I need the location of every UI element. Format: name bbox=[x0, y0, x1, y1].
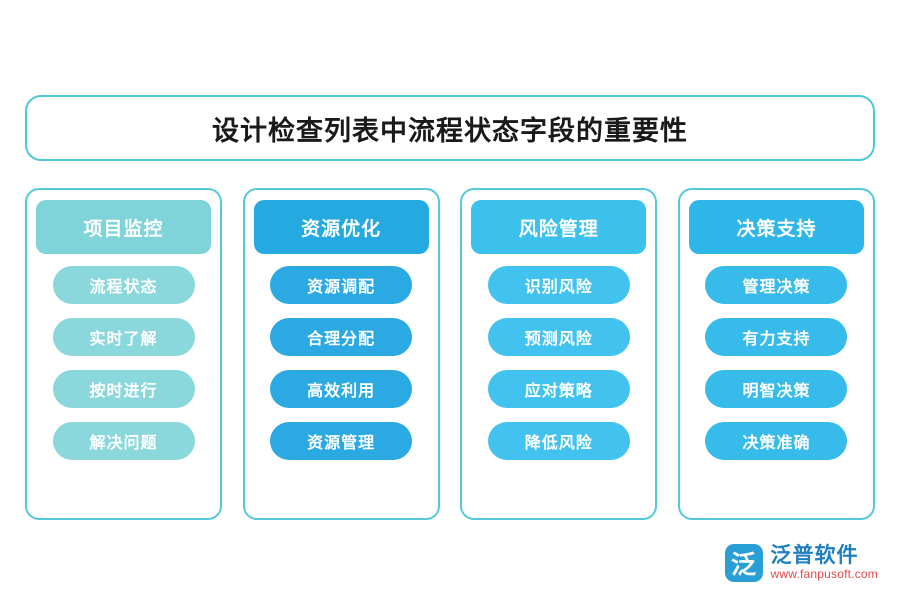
logo-icon: 泛 bbox=[724, 544, 763, 582]
list-item: 合理分配 bbox=[270, 318, 413, 356]
column-header-3: 风险管理 bbox=[471, 200, 647, 254]
list-item: 预测风险 bbox=[487, 318, 630, 356]
list-item: 按时进行 bbox=[52, 370, 195, 408]
column-header-2: 资源优化 bbox=[253, 200, 429, 254]
list-item: 有力支持 bbox=[705, 318, 848, 356]
column-items-2: 资源调配 合理分配 高效利用 资源管理 bbox=[245, 266, 438, 460]
columns-container: 项目监控 流程状态 实时了解 按时进行 解决问题 资源优化 资源调配 合理分配 … bbox=[25, 188, 875, 520]
list-item: 高效利用 bbox=[270, 370, 413, 408]
list-item: 应对策略 bbox=[487, 370, 630, 408]
list-item: 资源调配 bbox=[270, 266, 413, 304]
list-item: 决策准确 bbox=[705, 422, 848, 460]
list-item: 流程状态 bbox=[52, 266, 195, 304]
list-item: 明智决策 bbox=[705, 370, 848, 408]
page-title: 设计检查列表中流程状态字段的重要性 bbox=[212, 115, 688, 146]
column-items-1: 流程状态 实时了解 按时进行 解决问题 bbox=[27, 266, 220, 460]
list-item: 降低风险 bbox=[487, 422, 630, 460]
column-header-1: 项目监控 bbox=[36, 200, 211, 254]
list-item: 管理决策 bbox=[705, 266, 848, 304]
column-items-4: 管理决策 有力支持 明智决策 决策准确 bbox=[680, 266, 873, 460]
list-item: 资源管理 bbox=[270, 422, 413, 460]
brand-logo: 泛 泛普软件 www.fanpusoft.com bbox=[724, 544, 878, 582]
list-item: 识别风险 bbox=[487, 266, 630, 304]
column-risk-management: 风险管理 识别风险 预测风险 应对策略 降低风险 bbox=[460, 188, 658, 520]
column-resource-optimization: 资源优化 资源调配 合理分配 高效利用 资源管理 bbox=[242, 188, 440, 520]
column-project-monitoring: 项目监控 流程状态 实时了解 按时进行 解决问题 bbox=[25, 188, 222, 520]
logo-name: 泛普软件 bbox=[770, 544, 859, 568]
column-header-4: 决策支持 bbox=[688, 200, 864, 254]
list-item: 解决问题 bbox=[52, 422, 195, 460]
logo-texts: 泛普软件 www.fanpusoft.com bbox=[771, 544, 878, 582]
column-decision-support: 决策支持 管理决策 有力支持 明智决策 决策准确 bbox=[677, 188, 875, 520]
column-items-3: 识别风险 预测风险 应对策略 降低风险 bbox=[462, 266, 655, 460]
list-item: 实时了解 bbox=[52, 318, 195, 356]
logo-url: www.fanpusoft.com bbox=[770, 567, 878, 582]
title-box: 设计检查列表中流程状态字段的重要性 bbox=[25, 95, 875, 161]
